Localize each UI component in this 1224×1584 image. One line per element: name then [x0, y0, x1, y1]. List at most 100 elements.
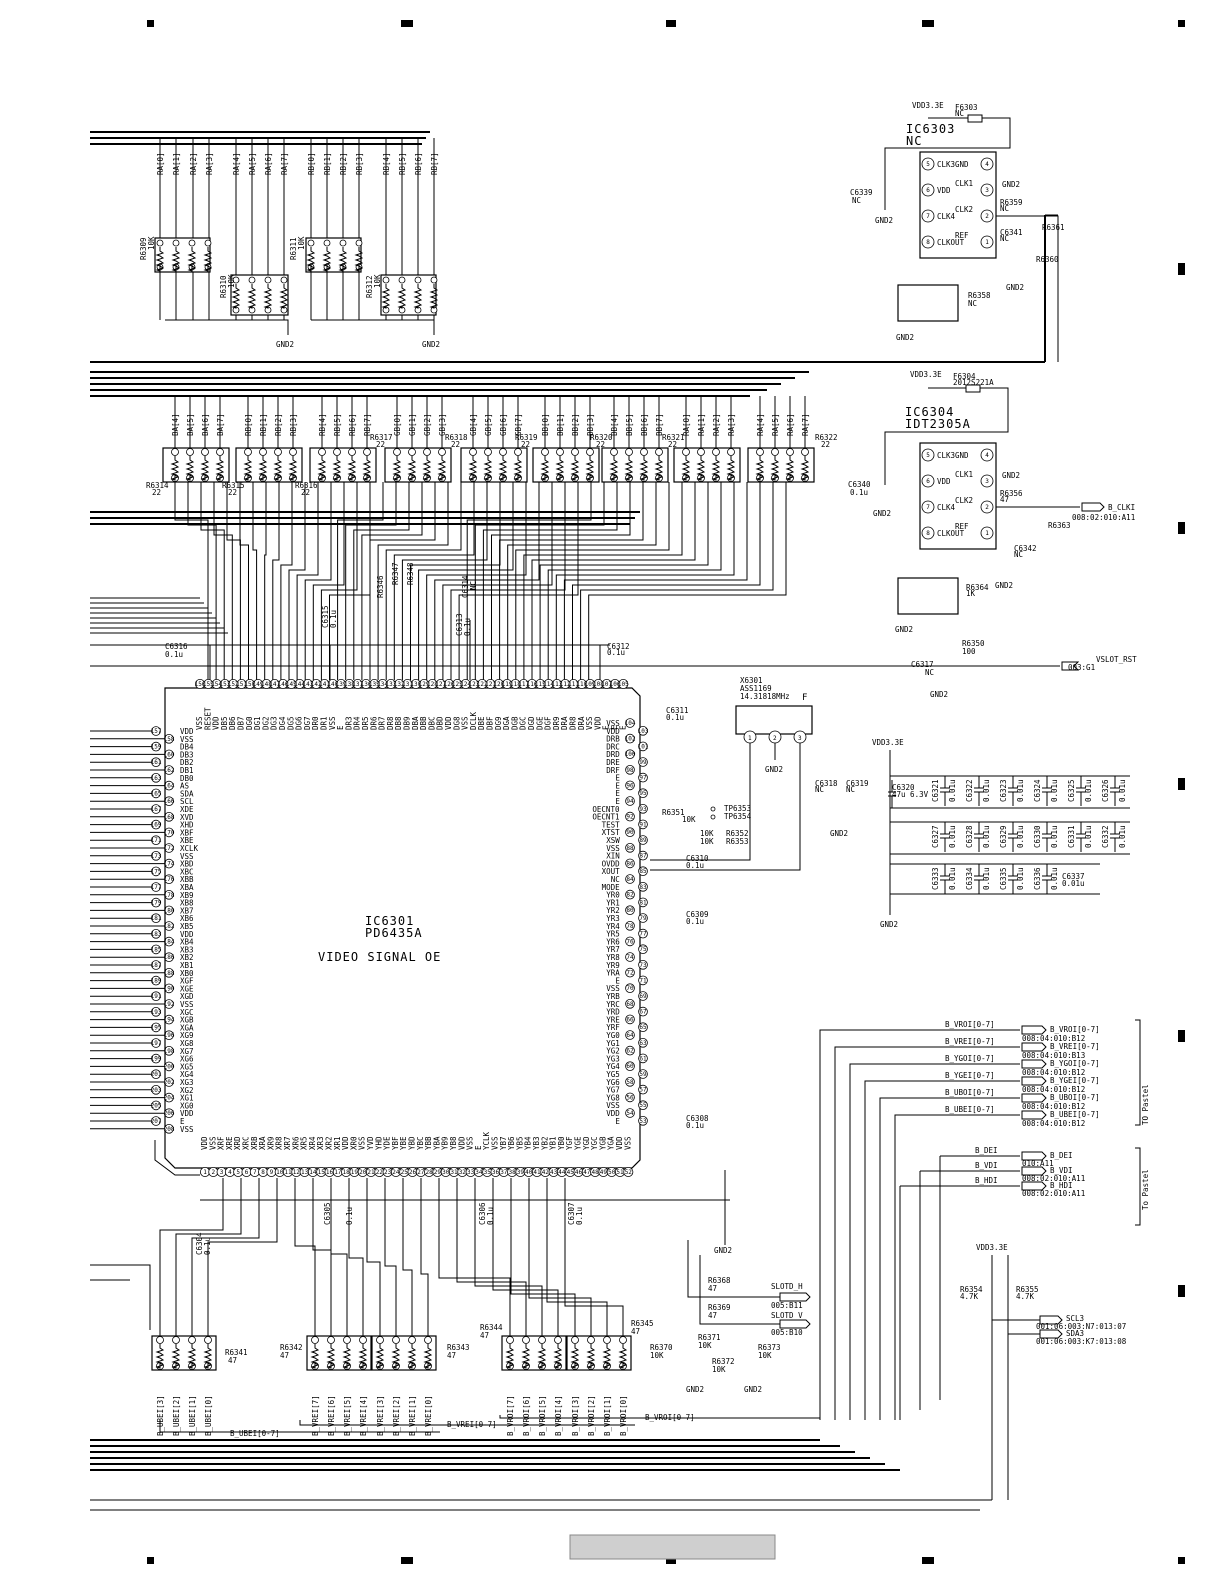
pastel-net-ref: 008:04:010:B12 — [1022, 1119, 1085, 1128]
r6371-ref: R6371 — [698, 1333, 721, 1342]
top-bus-labels: RA[0]RA[1]RA[2]RA[3]RA[4]RA[5]RA[6]RA[7]… — [156, 138, 439, 320]
main-right-pin — [638, 725, 648, 736]
mid-rnet-pin — [499, 448, 507, 456]
pastel-wire — [894, 1114, 1020, 1420]
bottom-net-wire — [366, 1178, 381, 1336]
clock-ic-pin — [921, 183, 935, 197]
main-top-pin-name: VSS — [585, 716, 594, 730]
clock-ic-pin-name: GND — [955, 451, 969, 460]
c6315-value: 0.1u — [329, 610, 338, 628]
c6305-ref: C6305 — [323, 1202, 332, 1225]
bottom-rnet-pin — [156, 1336, 164, 1344]
main-bottom-pin-name: YCLK — [482, 1131, 491, 1150]
main-right-pin-num: 81 — [639, 899, 647, 906]
bottom-net-wire — [330, 1178, 348, 1336]
main-bottom-pin-name: YGC — [590, 1136, 599, 1150]
bottom-bus-label: B_VROI[4] — [554, 1395, 563, 1436]
ic6304-fuse-label: F6304 — [953, 372, 976, 381]
main-right-pin-name: XOUT — [602, 867, 621, 876]
series-resistors: R6346 R6347 R6348 C6314 NC C6315 0.1u C6… — [90, 562, 1137, 699]
main-top-pin-name: DG6 — [295, 716, 304, 730]
main-left-pin-num: 187 — [151, 962, 162, 969]
main-left-pin-num: 198 — [164, 1048, 175, 1055]
mid-rnet-resistor — [243, 456, 253, 481]
mid-rnet-pin — [408, 448, 416, 456]
main-right-pin-name: YG7 — [606, 1086, 620, 1095]
main-bottom-pin-name: XR9 — [266, 1136, 275, 1150]
mid-rnet-resistor — [185, 456, 195, 481]
main-bottom-pin-name: YHD — [374, 1136, 383, 1150]
mid-res-ref: R6315 — [222, 481, 245, 490]
main-left-pin-name: SDA — [180, 789, 194, 798]
sync-net-right: B_VDI — [1050, 1166, 1073, 1175]
main-bottom-pin-num: 18 — [343, 1169, 351, 1176]
main-left-pin-name: XGE — [180, 984, 194, 993]
c6315-ref: C6315 — [321, 605, 330, 628]
main-right-pin-name: YR7 — [606, 945, 620, 954]
clock-ic-pin — [980, 500, 994, 514]
main-left-pin-num: 180 — [164, 907, 175, 914]
main-left-pin-name: XB7 — [180, 906, 194, 915]
main-bottom-pin-num: 8 — [261, 1169, 265, 1176]
c6319-value: NC — [846, 785, 855, 794]
fan-line — [434, 482, 540, 680]
top-rnet-pin — [204, 239, 212, 247]
main-top-pin-name: VDD — [212, 716, 221, 730]
top-rnet-pin — [248, 276, 256, 284]
main-right-pin — [638, 1069, 648, 1079]
main-left-pin-name: VDD — [180, 930, 194, 939]
bottom-net-wire — [510, 1178, 576, 1336]
top-rnet-pin — [280, 276, 288, 284]
main-right-pin-num: 64 — [626, 1032, 634, 1039]
ic6304-ref: IC6304 — [905, 405, 954, 419]
fan-line — [418, 482, 514, 680]
top-gnd-tie — [165, 319, 435, 335]
main-top-pin-num: 116 — [527, 681, 538, 688]
bottom-rnet-resistor — [505, 1344, 515, 1369]
r6358-gnd: GND2 — [896, 333, 914, 342]
main-right-pin-name: YRE — [606, 1015, 620, 1024]
bottom-rnet-resistor — [407, 1344, 417, 1369]
mid-res-ref: R6319 — [515, 433, 538, 442]
top-rnet-box — [230, 274, 289, 316]
r6353-ref: R6353 — [726, 837, 749, 846]
main-ic-desc: VIDEO SIGNAL OE — [318, 950, 441, 964]
sync-net-ref: 010:A11 — [1022, 1159, 1054, 1168]
main-top-pin-name: DG9 — [494, 716, 503, 730]
main-top-pin-name: DGA — [502, 716, 511, 730]
top-gnd-2: GND2 — [422, 340, 440, 349]
r6351-value: 10K — [682, 815, 696, 824]
main-right-pin — [625, 749, 635, 759]
r6370-gnd: GND2 — [686, 1385, 704, 1394]
r6354-value: 4.7K — [960, 1292, 979, 1301]
bottom-rnet-resistor — [391, 1344, 401, 1369]
mid-rnet-resistor — [585, 456, 595, 481]
r6350-ref: R6350 — [962, 639, 985, 648]
main-left-pin-name: XBB — [180, 875, 194, 884]
main-right-pin-name: YG2 — [606, 1047, 620, 1056]
c6316-value: 0.1u — [165, 650, 183, 659]
main-left-pin-name: XG4 — [180, 1070, 194, 1079]
mid-rnet-pin — [801, 448, 809, 456]
bottom-rnet-resistor — [375, 1344, 385, 1369]
main-top-pin-num: 136 — [361, 681, 372, 688]
pastel-net-right: B_VREI[0-7] — [1050, 1042, 1100, 1051]
to-pastel-label-1: TO Pastel — [1141, 1084, 1150, 1125]
mid-rnet-resistor — [407, 456, 417, 481]
main-right-pin — [638, 1084, 648, 1095]
bottom-rnet-pin — [343, 1336, 351, 1344]
main-top-pin-num: 123 — [469, 681, 480, 688]
main-right-pin-name: YG8 — [606, 1093, 620, 1102]
main-bottom-pin-num: 20 — [359, 1169, 367, 1176]
main-left-pin-num: 203 — [151, 1087, 162, 1094]
main-right-pin-name: VSS — [606, 1101, 620, 1110]
r6364-gnd-2: GND2 — [895, 625, 913, 634]
mid-rnet-pin — [541, 448, 549, 456]
main-top-pin-num: 120 — [493, 681, 504, 688]
r6355-value: 4.7K — [1016, 1292, 1035, 1301]
main-left-pin-num: 208 — [164, 1126, 175, 1133]
bottom-net-wire — [191, 1178, 260, 1336]
bottom-components: C6304 0.1u C6305 0.1u C6306 0.1u C6307 0… — [90, 1170, 1127, 1511]
mid-rnet-resistor — [555, 456, 565, 481]
mid-res-val: 22 — [821, 440, 830, 449]
